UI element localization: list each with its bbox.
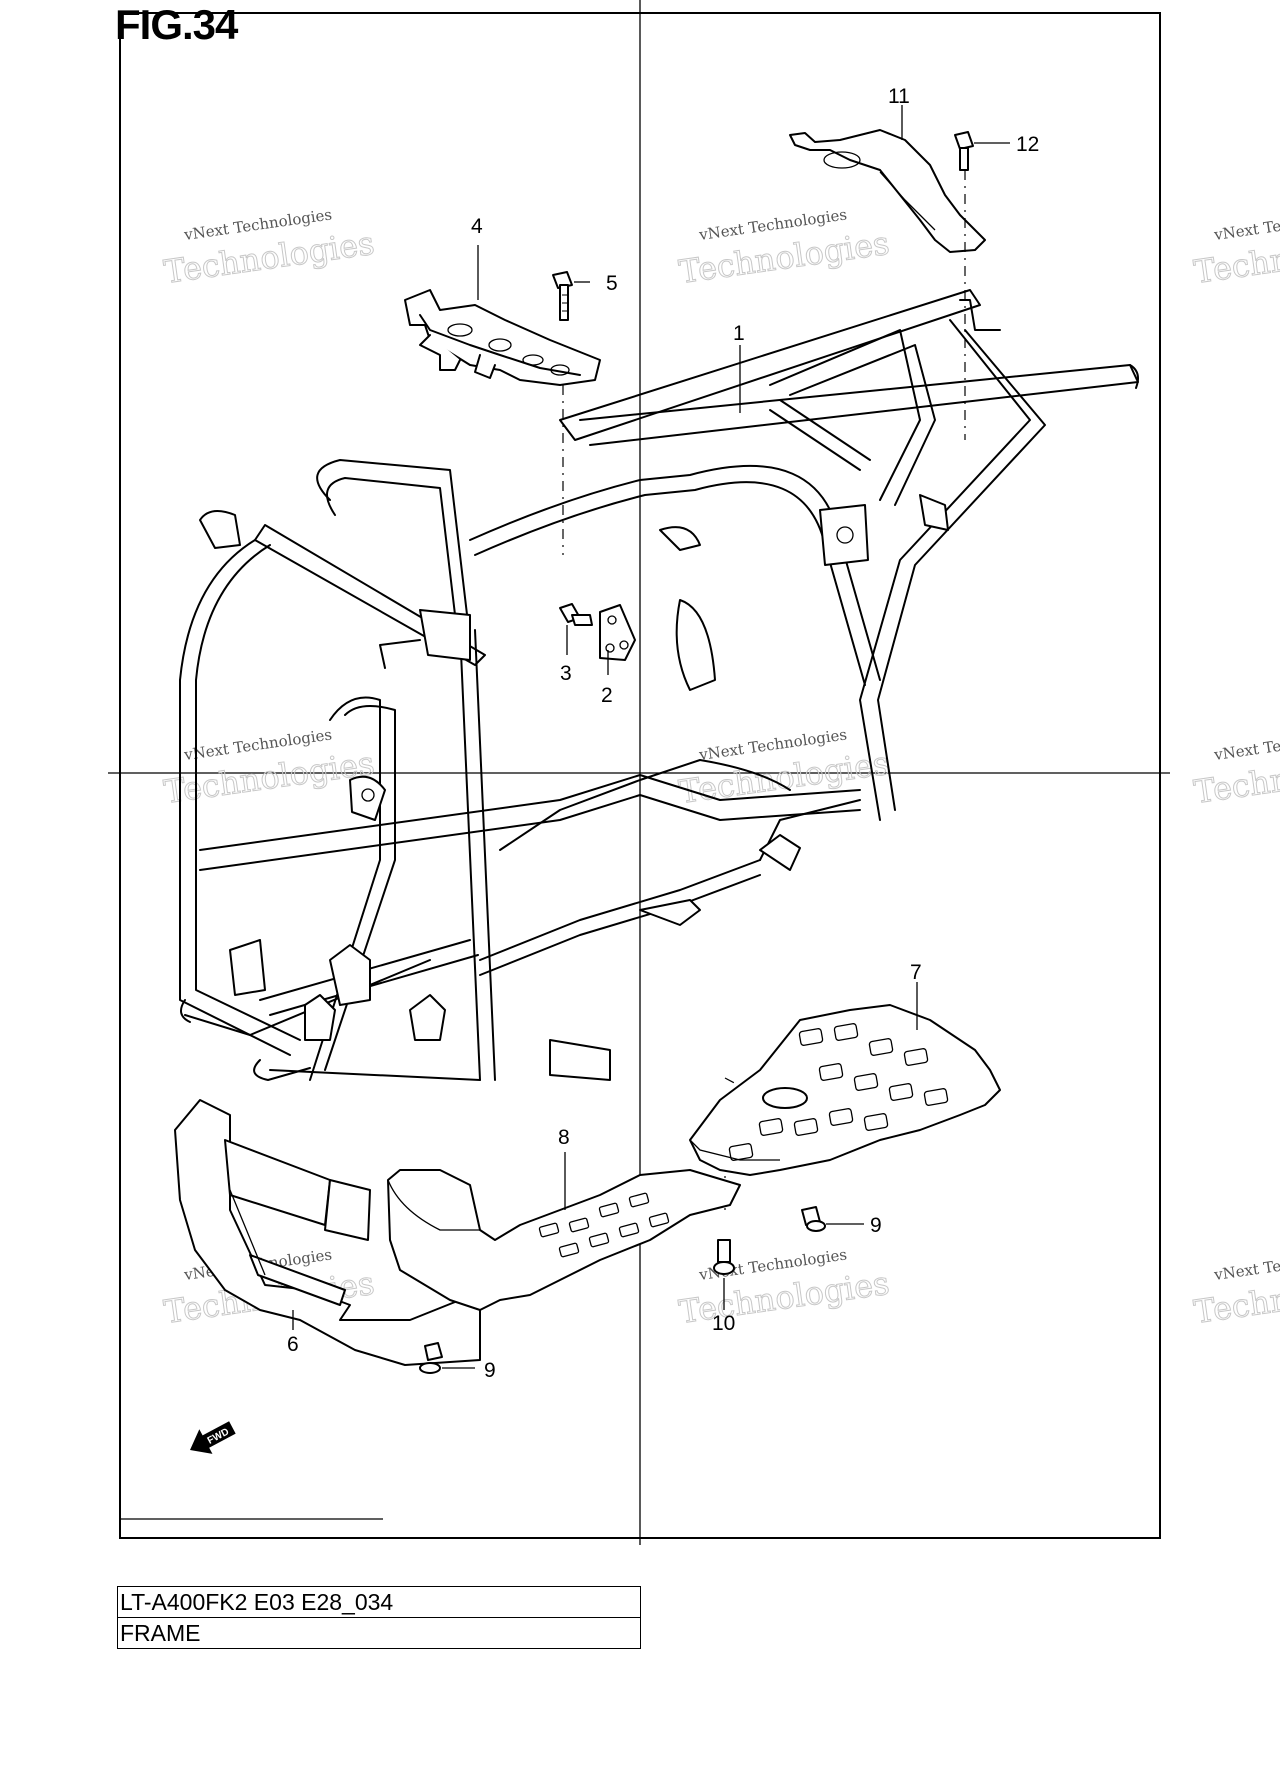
model-code: LT-A400FK2 E03 E28_034 — [117, 1586, 641, 1618]
part-2-plate — [599, 604, 636, 661]
main-frame — [179, 289, 1139, 1081]
callout-6: 6 — [287, 1333, 299, 1356]
callout-7: 7 — [910, 961, 922, 984]
fwd-arrow-icon: FWD — [190, 1421, 236, 1454]
callout-5: 5 — [606, 272, 618, 295]
callout-9a: 9 — [870, 1214, 882, 1237]
title-block: LT-A400FK2 E03 E28_034 FRAME — [117, 1586, 641, 1649]
callout-11: 11 — [888, 85, 910, 108]
callout-8: 8 — [558, 1126, 570, 1149]
svg-text:vNext Technologies: vNext Technologies — [1212, 1245, 1280, 1284]
part-9-bolt-b — [419, 1342, 443, 1374]
part-8-skid-plate — [387, 1169, 741, 1311]
part-7-skid-plate — [689, 1004, 1001, 1176]
watermark: vNext Technologies Technologies — [1191, 725, 1280, 811]
callouts: 1 2 3 4 5 6 7 8 9 9 10 11 12 — [287, 85, 1039, 1382]
part-12-bolt — [954, 131, 974, 171]
watermark: vNext Technologies Technologies — [676, 205, 892, 291]
watermark: vNext Technologies Technologies — [1191, 205, 1280, 291]
watermark: vNext Technologies Technologies — [161, 725, 377, 811]
svg-text:FWD: FWD — [206, 1426, 231, 1446]
svg-text:vNext Technologies: vNext Technologies — [1212, 205, 1280, 244]
callout-2: 2 — [601, 684, 613, 707]
leader-lines — [292, 105, 1010, 1369]
part-3-bolt — [559, 603, 593, 626]
part-5-bolt — [552, 271, 573, 321]
part-11-bracket — [789, 129, 986, 253]
callout-1: 1 — [733, 322, 745, 345]
svg-text:vNext Technologies: vNext Technologies — [1212, 725, 1280, 764]
watermark: vNext Technologies Technologies — [676, 725, 892, 811]
quadrant-lines — [108, 0, 1170, 1545]
part-10-bolt — [713, 1239, 735, 1275]
watermark: vNext Technologies Technologies — [676, 1245, 892, 1331]
part-4-bracket — [404, 289, 601, 386]
callout-12: 12 — [1016, 133, 1039, 156]
part-9-bolt-a — [801, 1206, 826, 1232]
watermark: vNext Technologies Technologies — [1191, 1245, 1280, 1331]
callout-9b: 9 — [484, 1359, 496, 1382]
section-name: FRAME — [117, 1617, 641, 1649]
figure-title: FIG.34 — [115, 1, 238, 48]
callout-10: 10 — [712, 1312, 735, 1335]
callout-3: 3 — [560, 662, 572, 685]
callout-4: 4 — [471, 215, 483, 238]
watermark: vNext Technologies Technologies — [161, 205, 377, 291]
